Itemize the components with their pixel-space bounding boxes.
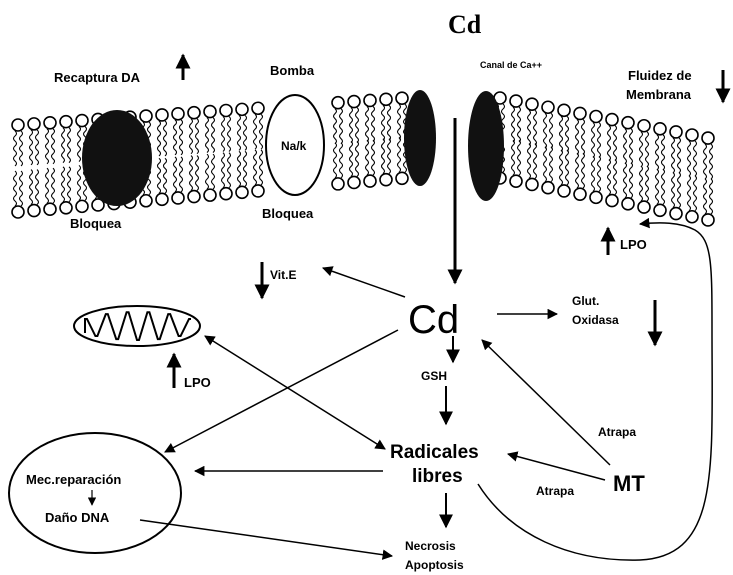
nucleus-repair-circle	[9, 433, 181, 553]
cd-to-vit-e-arrow	[323, 268, 405, 297]
lpo-mitochondria-label: LPO	[184, 375, 211, 390]
mt-traps-cd-arrow	[482, 340, 610, 465]
free-radicals-label-line2: libres	[412, 466, 463, 487]
glutathione-oxidase-label-line2: Oxidasa	[572, 313, 619, 327]
membrane-fluidity-label-line1: Fluidez de	[628, 68, 692, 83]
metallothionein-label: MT	[613, 471, 645, 496]
calcium-channel-left-protein	[404, 90, 436, 186]
blocks-label-left: Bloquea	[70, 216, 122, 231]
dna-damage-to-necrosis-arrow	[140, 520, 392, 556]
vitamin-e-label: Vit.E	[270, 268, 296, 282]
radicals-to-membrane-lpo-arrow	[478, 223, 712, 560]
cd-to-nucleus-arrow	[165, 330, 398, 452]
repair-mechanism-label: Mec.reparación	[26, 472, 121, 487]
apoptosis-label: Apoptosis	[405, 558, 464, 572]
dopamine-transporter-protein	[82, 110, 152, 206]
traps-label-lower: Atrapa	[536, 484, 574, 498]
calcium-channel-label: Canal de Ca++	[480, 60, 542, 70]
pump-inner-label: Na/k	[281, 139, 307, 153]
mitochondrion	[74, 306, 200, 346]
calcium-channel-right-protein	[468, 91, 504, 201]
reuptake-da-label: Recaptura DA	[54, 70, 141, 85]
cadmium-center-label: Cd	[408, 298, 459, 342]
mt-traps-radicals-arrow	[508, 454, 605, 480]
pump-label: Bomba	[270, 63, 315, 78]
gsh-label: GSH	[421, 369, 447, 383]
blocks-label-center: Bloquea	[262, 206, 314, 221]
radicals-mitochondria-arrow	[205, 336, 385, 449]
glutathione-oxidase-label-line1: Glut.	[572, 294, 599, 308]
dna-damage-label: Daño DNA	[45, 510, 110, 525]
lpo-membrane-label: LPO	[620, 237, 647, 252]
necrosis-label: Necrosis	[405, 539, 456, 553]
cell-membrane-left-segment	[12, 92, 408, 218]
diagram-title: Cd	[448, 10, 482, 39]
traps-label-upper: Atrapa	[598, 425, 636, 439]
cell-membrane-right-segment	[494, 92, 714, 226]
free-radicals-label-line1: Radicales	[390, 442, 479, 463]
membrane-fluidity-label-line2: Membrana	[626, 87, 692, 102]
